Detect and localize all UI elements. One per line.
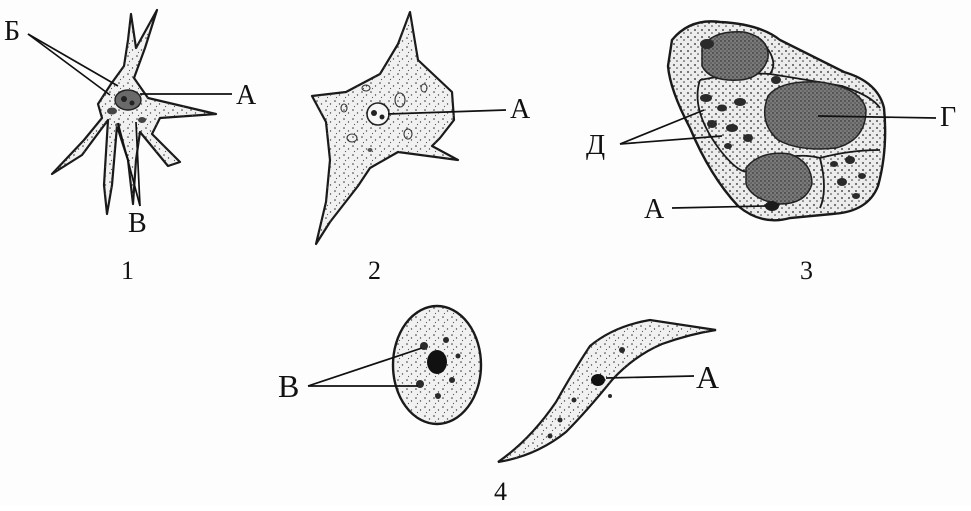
fig1-number: 1 [121, 256, 134, 285]
fig3-nucleus-bottom [765, 201, 779, 211]
figure-2: А 2 [312, 12, 531, 285]
fig3-number: 3 [800, 256, 813, 285]
fig4-label-v: В [278, 368, 299, 404]
fig3-vacuole-center [765, 82, 866, 149]
figure-3: Д Г А 3 [586, 21, 956, 285]
fig1-leader-b-1 [28, 34, 110, 95]
fig1-label-v: В [128, 208, 147, 239]
fig4-oval-nucleus [427, 350, 447, 374]
fig4-spindle-nucleus [591, 374, 605, 386]
fig1-label-b: Б [4, 16, 20, 47]
fig3-label-d: Д [586, 130, 605, 161]
fig3-nucleus-top [700, 39, 714, 49]
fig4-label-a: А [696, 359, 719, 395]
fig1-label-a: А [236, 80, 257, 111]
fig1-nucleus [115, 90, 141, 110]
figure-4: В А 4 [278, 306, 719, 506]
fig2-label-a: А [510, 94, 531, 125]
fig3-vacuole-bottom [746, 153, 812, 204]
fig1-leader-b-2 [28, 34, 118, 86]
figure-1: Б А В 1 [4, 10, 257, 285]
fig3-label-a: А [644, 194, 665, 225]
fig4-leader-a [606, 376, 694, 378]
fig2-number: 2 [368, 256, 381, 285]
fig3-label-g: Г [940, 102, 956, 133]
fig2-nucleus [367, 103, 389, 125]
fig4-number: 4 [494, 477, 507, 506]
fig3-vacuole-top [702, 32, 768, 80]
